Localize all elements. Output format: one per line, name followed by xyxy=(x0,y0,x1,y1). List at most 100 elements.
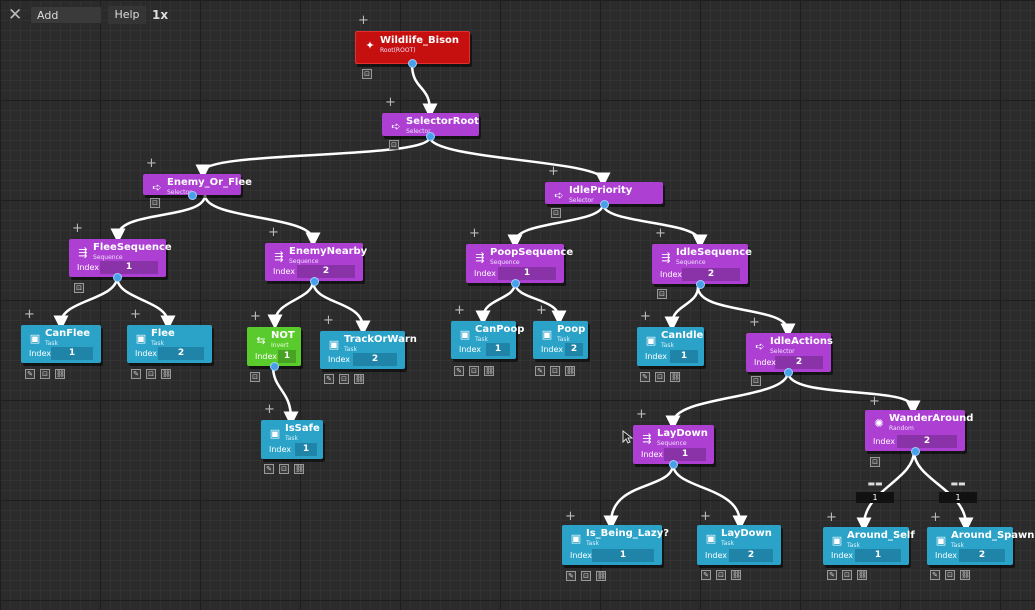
weight-badge[interactable]: 1 xyxy=(939,492,977,503)
copy-icon[interactable]: ⊡ xyxy=(870,457,880,467)
index-value[interactable]: 1 xyxy=(100,261,158,274)
index-value[interactable]: 2 xyxy=(959,549,1005,562)
node-idle-actions[interactable]: ➪ IdleActions Selector Index 2 xyxy=(746,333,833,377)
edit-icon[interactable]: ✎ xyxy=(701,570,711,580)
link-icon[interactable]: ⛓ xyxy=(565,366,575,376)
node-idle-priority[interactable]: ➪ IdlePriority Selector xyxy=(545,182,663,209)
node-idle-sequence[interactable]: ⇶ IdleSequence Sequence Index 2 xyxy=(652,244,752,289)
add-child-icon[interactable]: + xyxy=(536,303,547,318)
node-selector-root[interactable]: ➪ SelectorRoot Selector xyxy=(382,113,479,141)
copy-icon[interactable]: ⊡ xyxy=(469,366,479,376)
index-value[interactable]: 1 xyxy=(295,443,317,456)
index-value[interactable]: 1 xyxy=(664,448,706,461)
add-child-icon[interactable]: + xyxy=(250,309,261,324)
edit-icon[interactable]: ✎ xyxy=(827,570,837,580)
copy-icon[interactable]: ⊡ xyxy=(716,570,726,580)
link-icon[interactable]: ⛓ xyxy=(55,369,65,379)
copy-icon[interactable]: ⊡ xyxy=(655,372,665,382)
add-child-icon[interactable]: + xyxy=(454,303,465,318)
edit-icon[interactable]: ✎ xyxy=(131,369,141,379)
edit-icon[interactable]: ✎ xyxy=(566,571,576,581)
add-child-icon[interactable]: + xyxy=(264,402,275,417)
copy-icon[interactable]: ⊡ xyxy=(279,464,289,474)
link-icon[interactable]: ⛓ xyxy=(670,372,680,382)
output-port[interactable] xyxy=(910,447,920,456)
node-poop[interactable]: ▣ Poop Task Index 2 xyxy=(533,321,588,359)
output-port[interactable] xyxy=(269,362,279,371)
copy-icon[interactable]: ⊡ xyxy=(146,369,156,379)
add-child-icon[interactable]: + xyxy=(930,510,941,525)
node-flee[interactable]: ▣ Flee Task Index 2 xyxy=(127,325,212,363)
output-port[interactable] xyxy=(599,200,609,209)
output-port[interactable] xyxy=(510,279,520,288)
edit-icon[interactable]: ✎ xyxy=(25,369,35,379)
output-port[interactable] xyxy=(309,277,319,286)
output-port[interactable] xyxy=(113,273,122,282)
node-can-idle[interactable]: ▣ CanIdle Task Index 1 xyxy=(637,327,704,366)
output-port[interactable] xyxy=(695,280,705,289)
node-track-or-warn[interactable]: ▣ TrackOrWarn Task Index 2 xyxy=(320,331,417,369)
add-child-icon[interactable]: + xyxy=(146,156,157,171)
add-child-icon[interactable]: + xyxy=(749,315,760,330)
edit-icon[interactable]: ✎ xyxy=(535,366,545,376)
output-port[interactable] xyxy=(784,368,793,377)
copy-icon[interactable]: ⊡ xyxy=(339,374,349,384)
node-flee-sequence[interactable]: ⇶ FleeSequence Sequence Index 1 xyxy=(69,239,172,282)
copy-icon[interactable]: ⊡ xyxy=(581,571,591,581)
add-child-icon[interactable]: + xyxy=(130,307,141,322)
copy-icon[interactable]: ⊡ xyxy=(842,570,852,580)
node-can-poop[interactable]: ▣ CanPoop Task Index 1 xyxy=(451,321,524,359)
node-can-flee[interactable]: ▣ CanFlee Task Index 1 xyxy=(21,325,101,363)
index-value[interactable]: 1 xyxy=(278,350,296,363)
index-value[interactable]: 2 xyxy=(353,353,397,366)
index-value[interactable]: 2 xyxy=(565,343,583,356)
copy-icon[interactable]: ⊡ xyxy=(362,69,372,79)
output-port[interactable] xyxy=(187,191,197,200)
node-around-spawn[interactable]: ▣ Around_Spawn Task Index 2 xyxy=(927,527,1034,565)
node-is-safe[interactable]: ▣ IsSafe Task Index 1 xyxy=(261,420,323,459)
copy-icon[interactable]: ⊡ xyxy=(751,376,761,386)
index-value[interactable]: 1 xyxy=(592,549,654,562)
output-port[interactable] xyxy=(408,59,417,68)
edit-icon[interactable]: ✎ xyxy=(454,366,464,376)
add-child-icon[interactable]: + xyxy=(565,509,576,524)
node-is-being-lazy[interactable]: ▣ Is_Being_Lazy? Task Index 1 xyxy=(562,525,669,565)
edit-icon[interactable]: ✎ xyxy=(264,464,274,474)
edit-icon[interactable]: ✎ xyxy=(930,570,940,580)
index-value[interactable]: 2 xyxy=(158,347,204,360)
add-child-icon[interactable]: + xyxy=(869,394,880,409)
copy-icon[interactable]: ⊡ xyxy=(150,198,160,208)
node-around-self[interactable]: ▣ Around_Self Task Index 1 xyxy=(823,527,915,565)
index-value[interactable]: 2 xyxy=(897,435,957,448)
index-value[interactable]: 2 xyxy=(729,549,773,562)
index-value[interactable]: 1 xyxy=(51,347,93,360)
copy-icon[interactable]: ⊡ xyxy=(250,372,260,382)
add-child-icon[interactable]: + xyxy=(72,221,83,236)
node-poop-sequence[interactable]: ⇶ PoopSequence Sequence Index 1 xyxy=(466,244,573,288)
link-icon[interactable]: ⛓ xyxy=(354,374,364,384)
add-child-icon[interactable]: + xyxy=(655,226,666,241)
index-value[interactable]: 2 xyxy=(297,265,355,278)
node-enemy-or-flee[interactable]: ➪ Enemy_Or_Flee Selector xyxy=(143,174,252,200)
link-icon[interactable]: ⛓ xyxy=(161,369,171,379)
weight-badge[interactable]: 1 xyxy=(856,492,894,503)
help-button[interactable]: Help xyxy=(108,6,146,24)
link-icon[interactable]: ⛓ xyxy=(294,464,304,474)
copy-icon[interactable]: ⊡ xyxy=(551,208,561,218)
copy-icon[interactable]: ⊡ xyxy=(74,283,84,293)
link-icon[interactable]: ⛓ xyxy=(960,570,970,580)
copy-icon[interactable]: ⊡ xyxy=(389,140,399,150)
copy-icon[interactable]: ⊡ xyxy=(550,366,560,376)
index-value[interactable]: 1 xyxy=(670,350,698,363)
add-child-icon[interactable]: + xyxy=(24,307,35,322)
index-value[interactable]: 2 xyxy=(775,356,823,369)
edit-icon[interactable]: ✎ xyxy=(324,374,334,384)
node-wander-around[interactable]: ✺ WanderAround Random Index 2 xyxy=(865,410,973,456)
node-lay-down-sequence[interactable]: ⇶ LayDown Sequence Index 1 xyxy=(633,425,714,469)
copy-icon[interactable]: ⊡ xyxy=(657,289,667,299)
add-child-icon[interactable]: + xyxy=(358,13,369,28)
add-child-icon[interactable]: + xyxy=(640,309,651,324)
output-port[interactable] xyxy=(426,132,435,141)
index-value[interactable]: 2 xyxy=(682,268,740,281)
index-value[interactable]: 1 xyxy=(486,343,510,356)
